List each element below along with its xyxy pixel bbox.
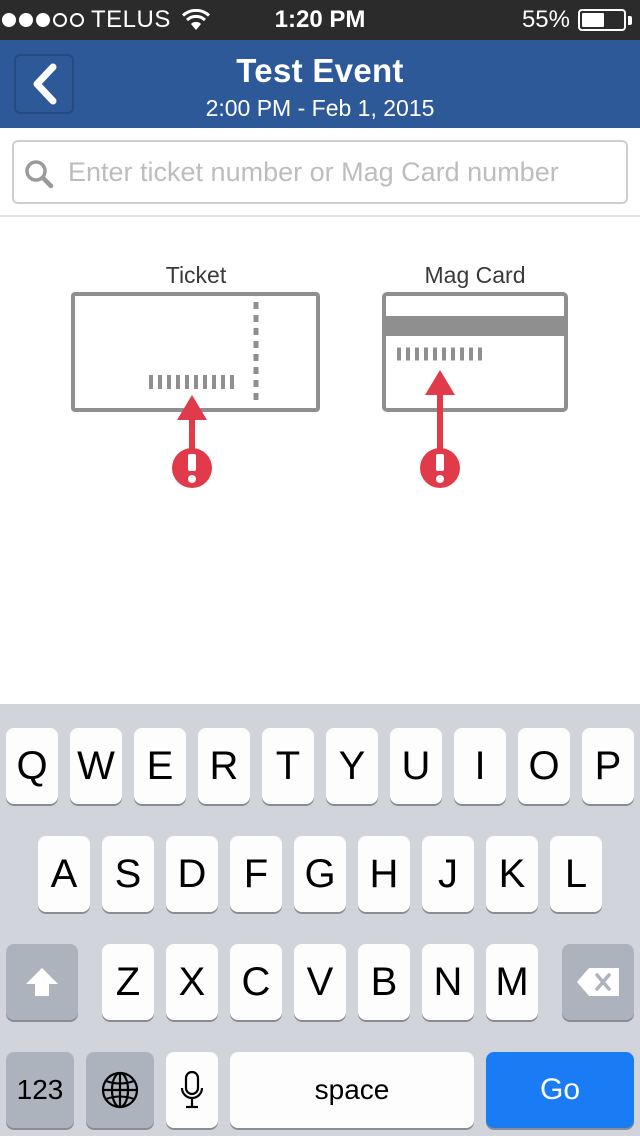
key-o[interactable]: O — [518, 728, 570, 804]
key-y[interactable]: Y — [326, 728, 378, 804]
carrier-name: TELUS — [91, 6, 171, 33]
key-i[interactable]: I — [454, 728, 506, 804]
go-button[interactable]: Go — [486, 1052, 634, 1128]
backspace-icon — [577, 968, 619, 996]
page-title: Test Event — [236, 52, 404, 89]
magcard-label: Mag Card — [424, 262, 526, 288]
signal-dot — [70, 13, 84, 27]
ticket-illustration — [71, 292, 568, 488]
status-time: 1:20 PM — [274, 6, 366, 33]
chevron-left-icon — [33, 63, 57, 105]
signal-dot — [36, 13, 50, 27]
signal-strength-icon — [2, 13, 87, 27]
battery-percent: 55% — [521, 6, 570, 33]
key-p[interactable]: P — [582, 728, 634, 804]
search-icon — [25, 160, 54, 189]
key-m[interactable]: M — [486, 944, 538, 1020]
battery-fill — [582, 13, 604, 27]
key-t[interactable]: T — [262, 728, 314, 804]
key-g[interactable]: G — [294, 836, 346, 912]
space-key[interactable]: space — [230, 1052, 474, 1128]
back-button[interactable] — [14, 54, 74, 114]
key-v[interactable]: V — [294, 944, 346, 1020]
wifi-icon — [181, 9, 210, 30]
key-a[interactable]: A — [38, 836, 90, 912]
key-q[interactable]: Q — [6, 728, 58, 804]
battery-icon — [578, 9, 626, 31]
status-left: TELUS — [0, 0, 211, 40]
dictation-key[interactable] — [166, 1052, 218, 1128]
key-s[interactable]: S — [102, 836, 154, 912]
signal-dot — [2, 13, 16, 27]
shift-icon — [26, 968, 58, 996]
search-box[interactable] — [12, 140, 628, 204]
status-bar: TELUS 1:20 PM 55% — [0, 0, 640, 40]
signal-dot — [19, 13, 33, 27]
key-d[interactable]: D — [166, 836, 218, 912]
key-x[interactable]: X — [166, 944, 218, 1020]
globe-key[interactable] — [86, 1052, 154, 1128]
key-k[interactable]: K — [486, 836, 538, 912]
key-f[interactable]: F — [230, 836, 282, 912]
key-j[interactable]: J — [422, 836, 474, 912]
key-w[interactable]: W — [70, 728, 122, 804]
search-input[interactable] — [58, 152, 618, 192]
microphone-icon — [180, 1070, 204, 1109]
key-b[interactable]: B — [358, 944, 410, 1020]
key-c[interactable]: C — [230, 944, 282, 1020]
event-datetime: 2:00 PM - Feb 1, 2015 — [205, 95, 435, 121]
key-e[interactable]: E — [134, 728, 186, 804]
nav-bar: Test Event 2:00 PM - Feb 1, 2015 — [0, 40, 640, 128]
key-n[interactable]: N — [422, 944, 474, 1020]
battery-tip — [628, 15, 632, 25]
status-right: 55% — [522, 0, 632, 40]
key-u[interactable]: U — [390, 728, 442, 804]
key-l[interactable]: L — [550, 836, 602, 912]
globe-icon — [101, 1071, 139, 1109]
signal-dot — [53, 13, 67, 27]
key-h[interactable]: H — [358, 836, 410, 912]
key-z[interactable]: Z — [102, 944, 154, 1020]
search-area — [0, 128, 640, 217]
ticket-label: Ticket — [165, 262, 227, 288]
numbers-key[interactable]: 123 — [6, 1052, 74, 1128]
backspace-key[interactable] — [562, 944, 634, 1020]
key-r[interactable]: R — [198, 728, 250, 804]
shift-key[interactable] — [6, 944, 78, 1020]
